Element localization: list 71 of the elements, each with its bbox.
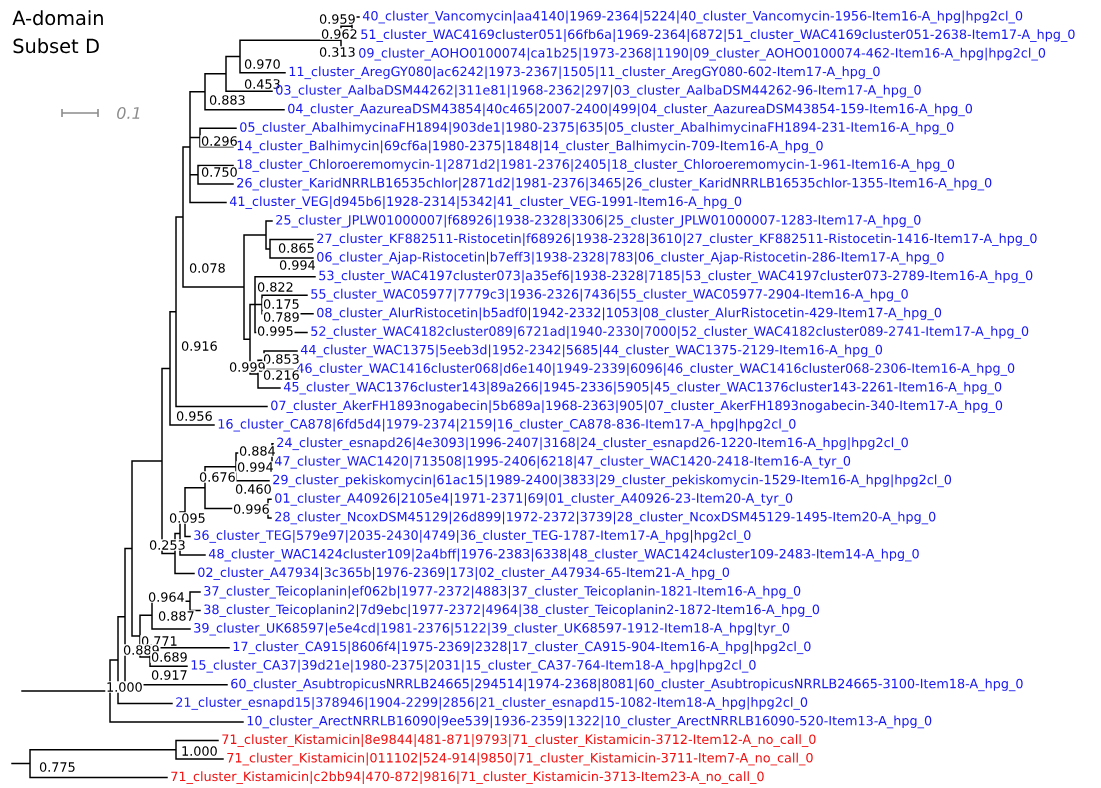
- leaf-label: 10_cluster_ArectNRRLB16090|9ee539|1936-2359|1322|10_cluster_ArectNRRLB16090-520-Item13-A_hpg_0: [247, 715, 932, 729]
- leaf-label: 55_cluster_WAC05977|7779c3|1936-2326|7436|55_cluster_WAC05977-2904-Item16-A_hpg_0: [311, 288, 908, 302]
- support-value: 0.994: [236, 461, 275, 473]
- leaf-label: 44_cluster_WAC1375|5eeb3d|1952-2342|5685|44_cluster_WAC1375-2129-Item16-A_hpg_0: [300, 344, 883, 358]
- leaf-label: 02_cluster_A47934|3c365b|1976-2369|173|02_cluster_A47934-65-Item21-A_hpg_0: [198, 567, 730, 580]
- support-value: 0.253: [148, 539, 187, 551]
- leaf-label: 25_cluster_JPLW01000007|f68926|1938-2328|3306|25_cluster_JPLW01000007-1283-Item17-A_hpg_0: [276, 214, 921, 228]
- support-value: 0.095: [168, 512, 207, 524]
- support-value: 0.995: [256, 325, 295, 337]
- leaf-label: 47_cluster_WAC1420|713508|1995-2406|6218|47_cluster_WAC1420-2418-Item16-A_tyr_0: [274, 455, 851, 469]
- title: A-domain Subset D: [12, 10, 103, 54]
- support-value: 0.996: [232, 503, 271, 515]
- leaf-label: 29_cluster_pekiskomycin|61ac15|1989-2400|3833|29_cluster_pekiskomycin-1529-Item16-A_hpg|hpg2cl_0: [273, 474, 952, 488]
- support-value: 0.296: [200, 135, 239, 147]
- support-value: 0.775: [38, 761, 77, 773]
- leaf-label: 40_cluster_Vancomycin|aa4140|1969-2364|5224|40_cluster_Vancomycin-1956-Item16-A_hpg|hpg2cl_0: [362, 10, 1023, 24]
- support-value: 0.964: [147, 591, 186, 603]
- leaf-label: 28_cluster_NcoxDSM45129|26d899|1972-2372|3739|28_cluster_NcoxDSM45129-1495-Item20-A_hpg_0: [275, 511, 936, 525]
- leaf-label: 14_cluster_Balhimycin|69cf6a|1980-2375|1848|14_cluster_Balhimycin-709-Item16-A_hpg_0: [237, 140, 823, 154]
- leaf-label: 01_cluster_A40926|2105e4|1971-2371|69|01_cluster_A40926-23-Item20-A_tyr_0: [275, 492, 793, 506]
- support-value: 1.000: [180, 745, 219, 757]
- support-value: 0.962: [320, 28, 359, 40]
- leaf-label: 53_cluster_WAC4197cluster073|a35ef6|1938-2328|7185|53_cluster_WAC4197cluster073-2789-Item16-A_hpg_0: [319, 270, 1033, 284]
- leaf-label: 09_cluster_AOHO0100074|ca1b25|1973-2368|1190|09_cluster_AOHO0100074-462-Item16-A_hpg|hpg2cl_0: [359, 47, 1046, 61]
- leaf-label: 26_cluster_KaridNRRLB16535chlor|2871d2|1981-2376|3465|26_cluster_KaridNRRLB16535chlor-1355-Item16-A_hpg_0: [237, 177, 992, 191]
- leaf-label: 18_cluster_Chloroeremomycin-1|2871d2|1981-2376|2405|18_cluster_Chloroeremomycin-1-961-Item16-A_hpg_0: [237, 159, 955, 172]
- support-value: 0.970: [243, 58, 282, 70]
- support-value: 0.917: [150, 669, 189, 681]
- support-value: 1.000: [105, 681, 144, 693]
- leaf-label: 21_cluster_esnapd15|378946|1904-2299|2856|21_cluster_esnapd15-1082-Item18-A_hpg|hpg2cl_0: [176, 697, 808, 710]
- support-value: 0.078: [188, 262, 227, 274]
- support-value: 0.994: [278, 259, 317, 271]
- scale-label: 0.1: [117, 106, 140, 120]
- support-value: 0.916: [180, 340, 219, 352]
- support-value: 0.175: [262, 298, 301, 310]
- leaf-label: 11_cluster_AregGY080|ac6242|1973-2367|1505|11_cluster_AregGY080-602-Item17-A_hpg_0: [289, 66, 880, 80]
- support-value: 0.789: [262, 311, 301, 323]
- support-value: 0.460: [234, 483, 273, 495]
- leaf-label: 27_cluster_KF882511-Ristocetin|f68926|1938-2328|3610|27_cluster_KF882511-Ristocetin-1416-Item17-A_hpg_0: [317, 233, 1037, 246]
- support-value: 0.822: [256, 281, 295, 293]
- leaf-label: 71_cluster_Kistamicin|011102|524-914|9850|71_cluster_Kistamicin-3711-Item7-A_no_call_0: [227, 752, 813, 766]
- leaf-label: 51_cluster_WAC4169cluster051|66fb6a|1969-2364|6872|51_cluster_WAC4169cluster051-2638-Item17-A_hpg_0: [361, 29, 1075, 42]
- support-value: 0.865: [277, 242, 316, 254]
- leaf-label: 45_cluster_WAC1376cluster143|89a266|1945-2336|5905|45_cluster_WAC1376cluster143-2261-Item16-A_hpg_0: [283, 381, 1002, 395]
- support-value: 0.959: [318, 13, 357, 25]
- leaf-label: 07_cluster_AkerFH1893nogabecin|5b689a|1968-2363|905|07_cluster_AkerFH1893nogabecin-340-Item17-A_hpg_0: [271, 400, 1003, 413]
- support-value: 0.676: [198, 471, 237, 483]
- leaf-label: 48_cluster_WAC1424cluster109|2a4bff|1976-2383|6338|48_cluster_WAC1424cluster109-2483-Item14-A_hpg_0: [208, 548, 919, 562]
- leaf-label: 24_cluster_esnapd26|4e3093|1996-2407|3168|24_cluster_esnapd26-1220-Item16-A_hpg|hpg2cl_0: [277, 437, 908, 451]
- leaf-label: 71_cluster_Kistamicin|c2bb94|470-872|9816|71_cluster_Kistamicin-3713-Item23-A_no_call_0: [171, 771, 764, 784]
- leaf-label: 08_cluster_AlurRistocetin|b5adf0|1942-2332|1053|08_cluster_AlurRistocetin-429-Item17-A_hpg_0: [317, 307, 942, 321]
- leaf-label: 04_cluster_AazureaDSM43854|40c465|2007-2400|499|04_cluster_AazureaDSM43854-159-Item16-A_hpg_0: [288, 103, 973, 117]
- support-value: 0.884: [238, 445, 277, 457]
- leaf-label: 05_cluster_AbalhimycinaFH1894|903de1|1980-2375|635|05_cluster_AbalhimycinaFH1894-231-Item16-A_hpg_0: [240, 121, 954, 135]
- support-value: 0.750: [200, 166, 239, 178]
- leaf-label: 38_cluster_Teicoplanin2|7d9ebc|1977-2372|4964|38_cluster_Teicoplanin2-1872-Item16-A_hpg_0: [204, 604, 820, 617]
- leaf-label: 37_cluster_Teicoplanin|ef062b|1977-2372|4883|37_cluster_Teicoplanin-1821-Item16-A_hpg_0: [204, 585, 801, 599]
- leaf-label: 52_cluster_WAC4182cluster089|6721ad|1940-2330|7000|52_cluster_WAC4182cluster089-2741-Item17-A_hpg_0: [311, 326, 1029, 339]
- support-value: 0.313: [318, 46, 357, 58]
- leaf-label: 71_cluster_Kistamicin|8e9844|481-871|9793|71_cluster_Kistamicin-3712-Item12-A_no_call_0: [222, 734, 816, 747]
- leaf-label: 16_cluster_CA878|6fd5d4|1979-2374|2159|16_cluster_CA878-836-Item17-A_hpg|hpg2cl_0: [218, 418, 796, 432]
- leaf-label: 41_cluster_VEG|d945b6|1928-2314|5342|41_cluster_VEG-1991-Item16-A_hpg_0: [229, 196, 742, 209]
- leaf-label: 39_cluster_UK68597|e5e4cd|1981-2376|5122|39_cluster_UK68597-1912-Item18-A_hpg|tyr_0: [194, 622, 790, 636]
- leaf-label: 36_cluster_TEG|579e97|2035-2430|4749|36_cluster_TEG-1787-Item17-A_hpg|hpg2cl_0: [194, 530, 751, 543]
- leaf-label: 17_cluster_CA915|8606f4|1975-2369|2328|17_cluster_CA915-904-Item16-A_hpg|hpg2cl_0: [233, 641, 811, 655]
- support-value: 0.883: [208, 94, 247, 106]
- leaf-label: 06_cluster_Ajap-Ristocetin|b7eff3|1938-2328|783|06_cluster_Ajap-Ristocetin-286-Item17-A_hpg_0: [317, 251, 944, 265]
- leaf-label: 60_cluster_AsubtropicusNRRLB24665|294514|1974-2368|8081|60_cluster_AsubtropicusNRRLB24665-3100-Item18-A_hpg_0: [231, 678, 1023, 692]
- leaf-label: 15_cluster_CA37|39d21e|1980-2375|2031|15_cluster_CA37-764-Item18-A_hpg|hpg2cl_0: [191, 659, 756, 673]
- support-value: 0.956: [175, 410, 214, 422]
- support-value: 0.887: [157, 610, 196, 622]
